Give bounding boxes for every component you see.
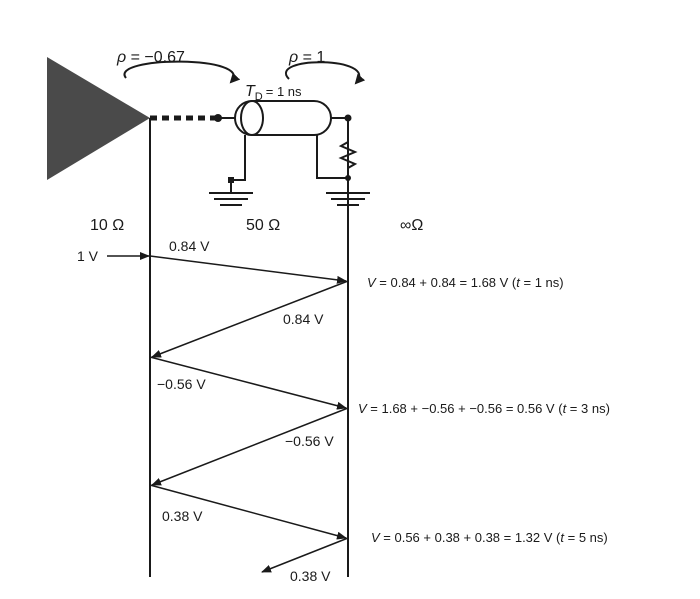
load-voltage-2: V = 1.68 + −0.56 + −0.56 = 0.56 V (t = 3… (358, 401, 610, 416)
bounce-6-label: 0.38 V (290, 568, 331, 584)
bounce-1-arrow (149, 255, 347, 284)
source-reflection-arrow (123, 60, 241, 84)
source-impedance-label: 10 Ω (90, 217, 124, 234)
driver-triangle (47, 57, 150, 180)
bounce-3-arrow (149, 356, 347, 410)
load-voltage-3: V = 0.56 + 0.38 + 0.38 = 1.32 V (t = 5 n… (371, 530, 608, 545)
bounce-4-arrow (151, 407, 349, 486)
transmission-line (234, 100, 332, 136)
source-ground (209, 135, 253, 206)
bounce-5-label: 0.38 V (162, 508, 203, 524)
load-reflection-arrow (285, 61, 366, 85)
load-voltage-1: V = 0.84 + 0.84 = 1.68 V (t = 1 ns) (367, 275, 564, 290)
delay-label: TD= 1 ns (245, 83, 302, 103)
bounce-3-label: −0.56 V (157, 376, 206, 392)
input-voltage-label: 1 V (77, 248, 99, 264)
bounce-1-label: 0.84 V (169, 238, 210, 254)
bounce-2-label: 0.84 V (283, 311, 324, 327)
load-rho-label: ρ = 1 (288, 49, 325, 66)
source-rho-label: ρ = −0.67 (116, 49, 185, 66)
bounce-6-arrow (261, 537, 349, 573)
load-impedance-label: ∞Ω (400, 217, 423, 234)
bounce-5-arrow (149, 484, 347, 540)
bounce-4-label: −0.56 V (285, 433, 334, 449)
line-impedance-label: 50 Ω (246, 217, 280, 234)
source-ground-node (228, 177, 234, 183)
bounce-2-arrow (151, 280, 349, 358)
